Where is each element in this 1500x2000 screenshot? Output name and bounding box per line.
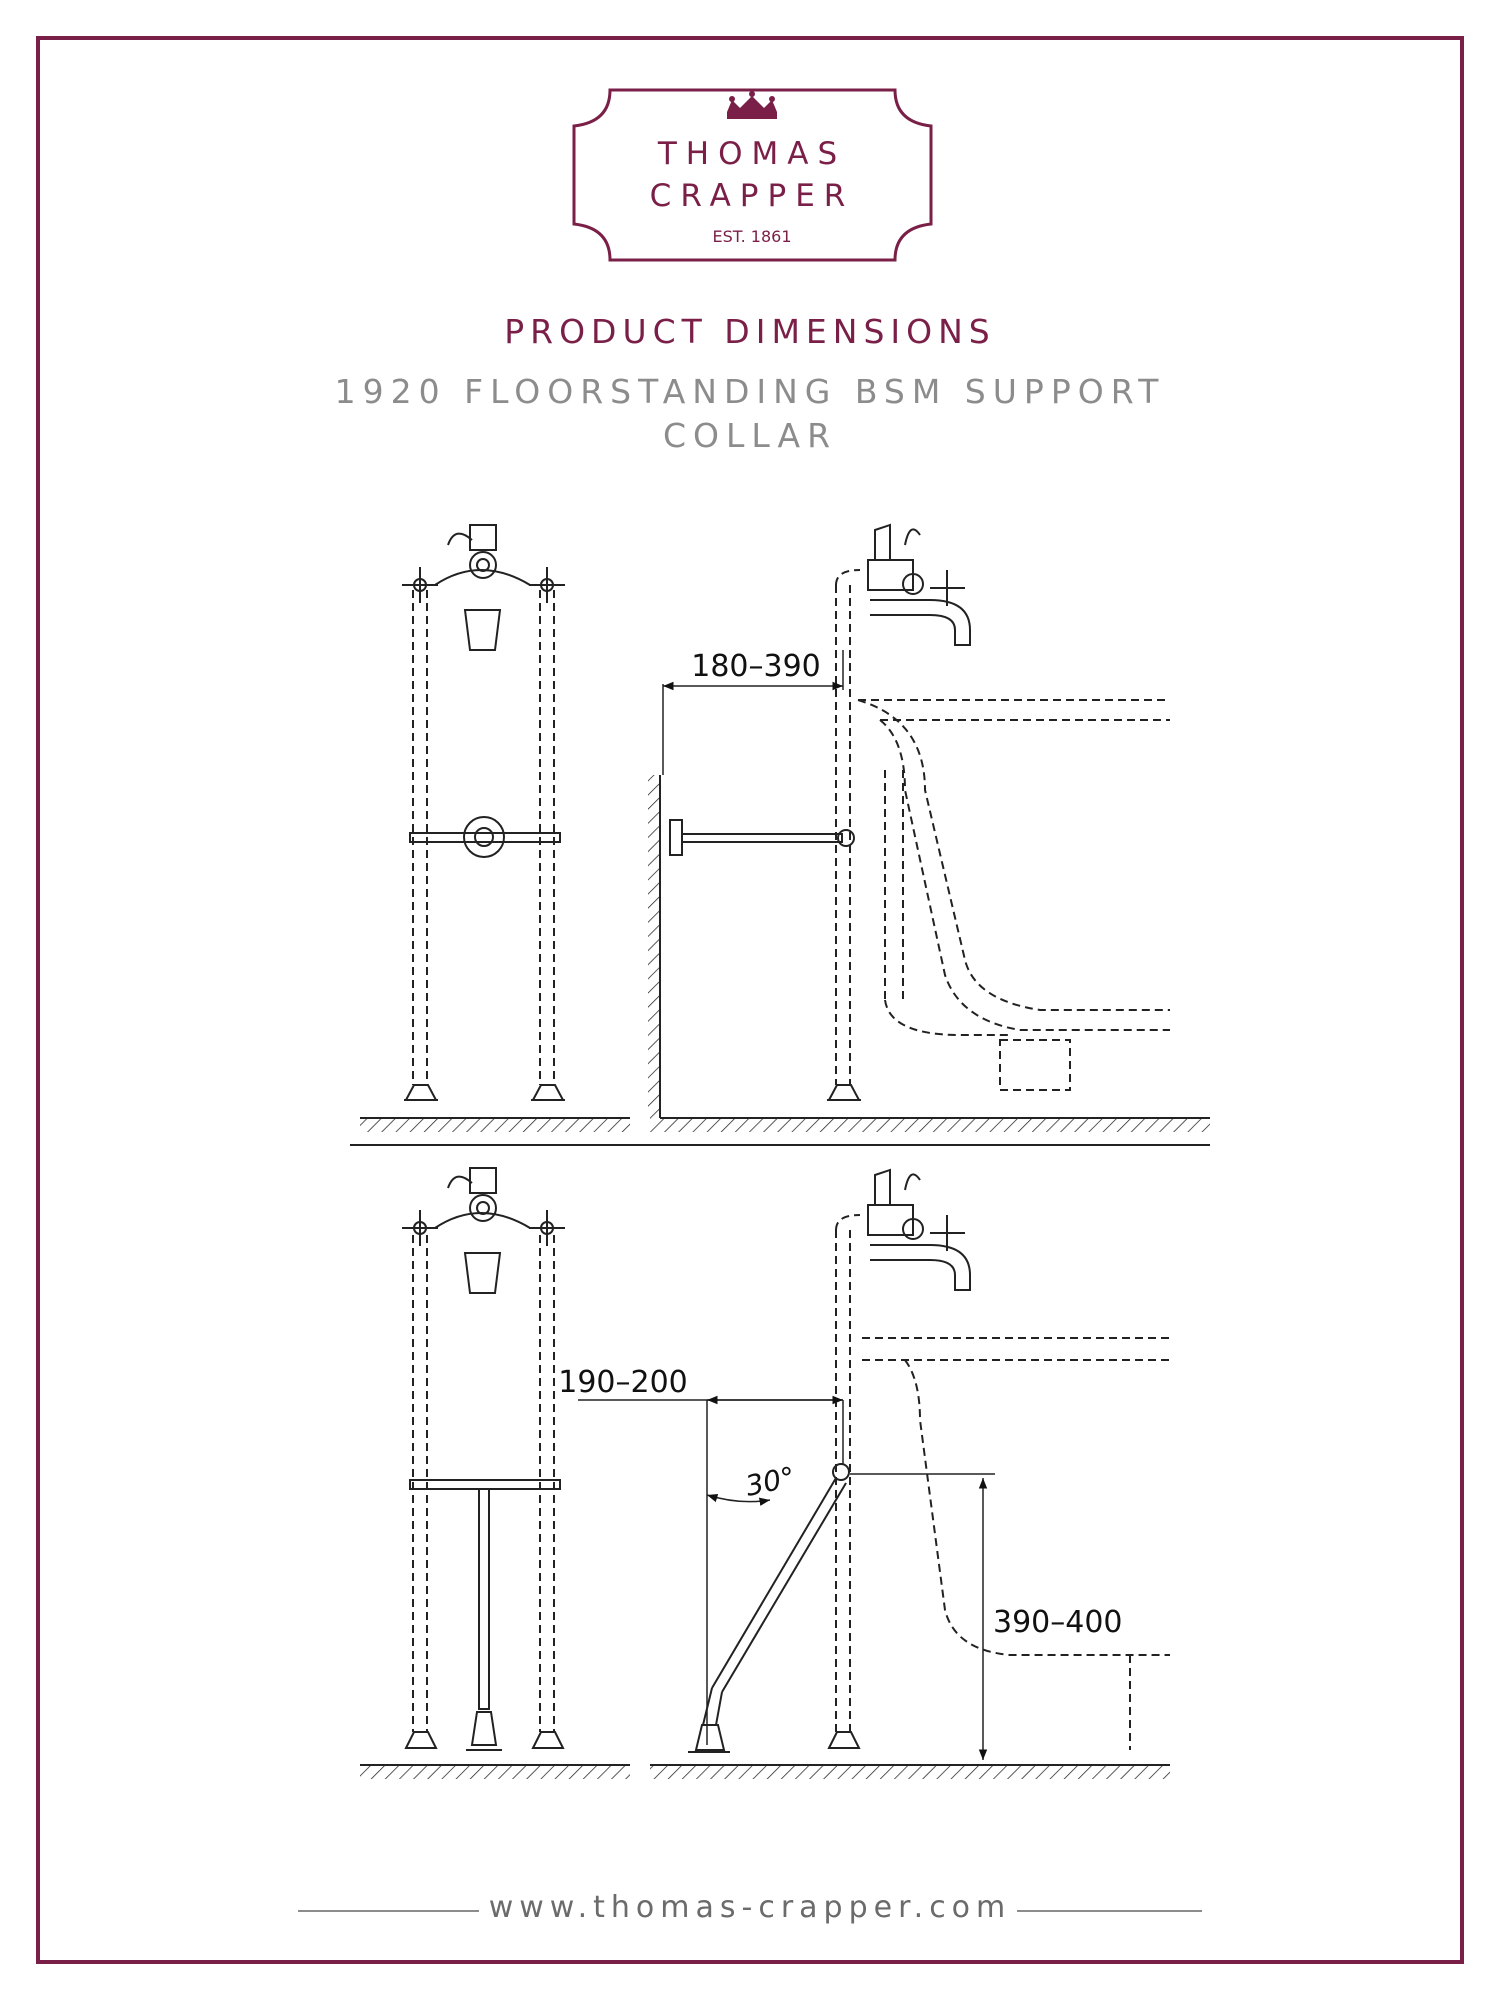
page-border bbox=[36, 36, 1464, 1964]
section-heading: PRODUCT DIMENSIONS bbox=[504, 312, 996, 351]
product-title-line1: 1920 FLOORSTANDING BSM SUPPORT bbox=[334, 372, 1166, 411]
brand-established: EST. 1861 bbox=[712, 227, 791, 246]
top-side-view bbox=[648, 523, 1210, 1132]
product-title-line2: COLLAR bbox=[662, 416, 838, 455]
cross-handle-right-icon bbox=[529, 567, 565, 603]
footer: www.thomas-crapper.com bbox=[0, 1890, 1500, 1925]
brand-name-line2: CRAPPER bbox=[650, 178, 855, 214]
bottom-side-view bbox=[578, 1168, 1170, 1779]
brand-logo: THOMAS CRAPPER EST. 1861 bbox=[572, 88, 933, 262]
angle-label: 30° bbox=[743, 1460, 798, 1503]
footer-rule-right bbox=[1017, 1910, 1202, 1912]
brand-name-line1: THOMAS bbox=[657, 136, 846, 172]
website-link[interactable]: www.thomas-crapper.com bbox=[478, 1890, 1022, 1925]
bottom-horizontal-dimension-label: 190–200 bbox=[558, 1365, 688, 1400]
top-front-view bbox=[360, 524, 630, 1132]
footer-rule-left bbox=[298, 1910, 483, 1912]
height-dimension-label: 390–400 bbox=[993, 1605, 1123, 1640]
cross-handle-side-icon bbox=[930, 570, 965, 606]
cross-handle-left-icon bbox=[402, 1210, 438, 1246]
cross-handle-side-icon bbox=[930, 1215, 965, 1251]
bottom-front-view bbox=[360, 1167, 630, 1779]
cross-handle-left-icon bbox=[402, 567, 438, 603]
product-title: 1920 FLOORSTANDING BSM SUPPORT COLLAR bbox=[0, 370, 1500, 458]
logo-badge-outline bbox=[572, 88, 933, 262]
crown-icon bbox=[727, 91, 777, 119]
cross-handle-right-icon bbox=[529, 1210, 565, 1246]
top-dimension-label: 180–390 bbox=[691, 649, 821, 684]
